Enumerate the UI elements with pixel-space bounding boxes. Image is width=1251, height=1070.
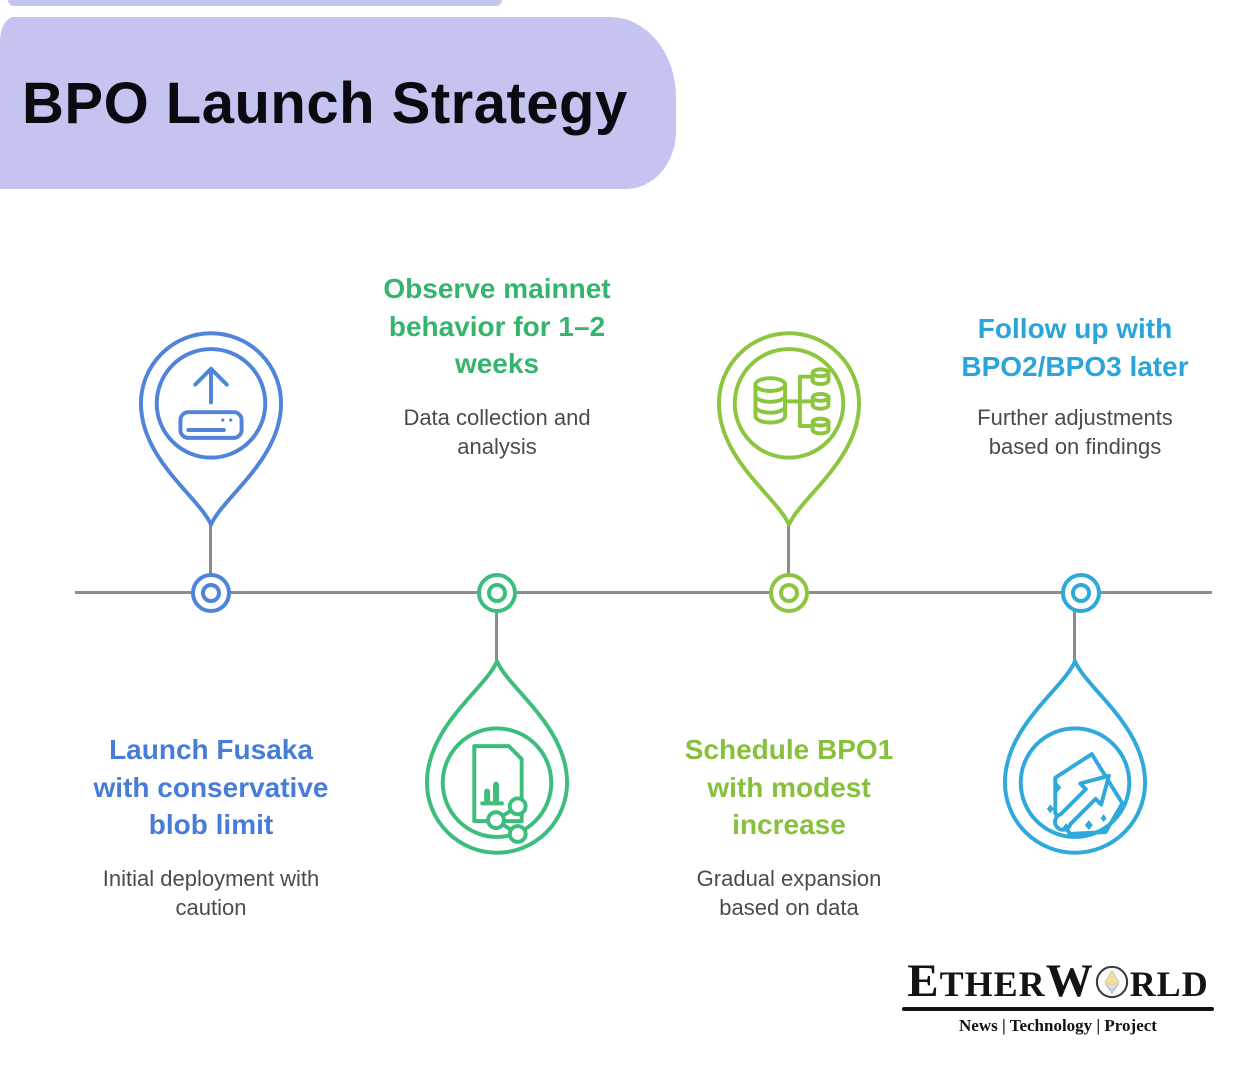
timeline-node-4-inner [1071,583,1091,603]
timeline-node-3 [769,573,809,613]
logo-divider [902,1007,1214,1011]
title-banner: BPO Launch Strategy [0,17,676,189]
milestone-heading-3: Schedule BPO1 with modest increase [684,734,894,841]
ethereum-globe-icon [1095,965,1128,999]
upload-server-icon [178,366,244,440]
arrow-export-icon [1046,752,1125,836]
milestone-description-4: Further adjustments based on findings [977,405,1173,460]
milestone-heading-1: Launch Fusaka with conservative blob lim… [93,734,329,841]
timeline-node-2-inner [487,583,507,603]
timeline-connector-4 [1073,610,1076,662]
brand-letter: W [1045,955,1094,1007]
milestone-heading-2: Observe mainnet behavior for 1–2 weeks [383,273,611,380]
milestone-description-3: Gradual expansion based on data [696,866,882,921]
brand-tagline: News | Technology | Project [959,1016,1157,1035]
milestone-pin-3 [715,329,863,527]
milestone-pin-1 [137,329,285,527]
brand-letters: THER [939,964,1046,1004]
document-chart-share-icon [472,744,528,844]
milestone-pin-4 [1001,659,1149,857]
database-distribution-icon [753,367,831,436]
timeline-node-4 [1061,573,1101,613]
brand-wordmark: ETHERW RLD [902,958,1214,1005]
milestone-pin-2 [423,659,571,857]
milestone-description-1: Initial deployment with caution [102,866,320,921]
brand-logo: ETHERW RLD News | Technology | Project [902,958,1214,1036]
milestone-description-2: Data collection and analysis [403,405,591,460]
brand-letter: E [907,955,940,1007]
timeline-connector-3 [787,524,790,576]
page-title: BPO Launch Strategy [22,70,628,136]
timeline-connector-1 [209,524,212,576]
timeline-connector-2 [495,610,498,662]
timeline-node-1 [191,573,231,613]
timeline-node-2 [477,573,517,613]
brand-letters: RLD [1129,964,1209,1004]
timeline-node-3-inner [779,583,799,603]
banner-top-decoration [8,0,502,6]
milestone-heading-4: Follow up with BPO2/BPO3 later [961,313,1189,382]
timeline-node-1-inner [201,583,221,603]
timeline-line [75,591,1212,594]
